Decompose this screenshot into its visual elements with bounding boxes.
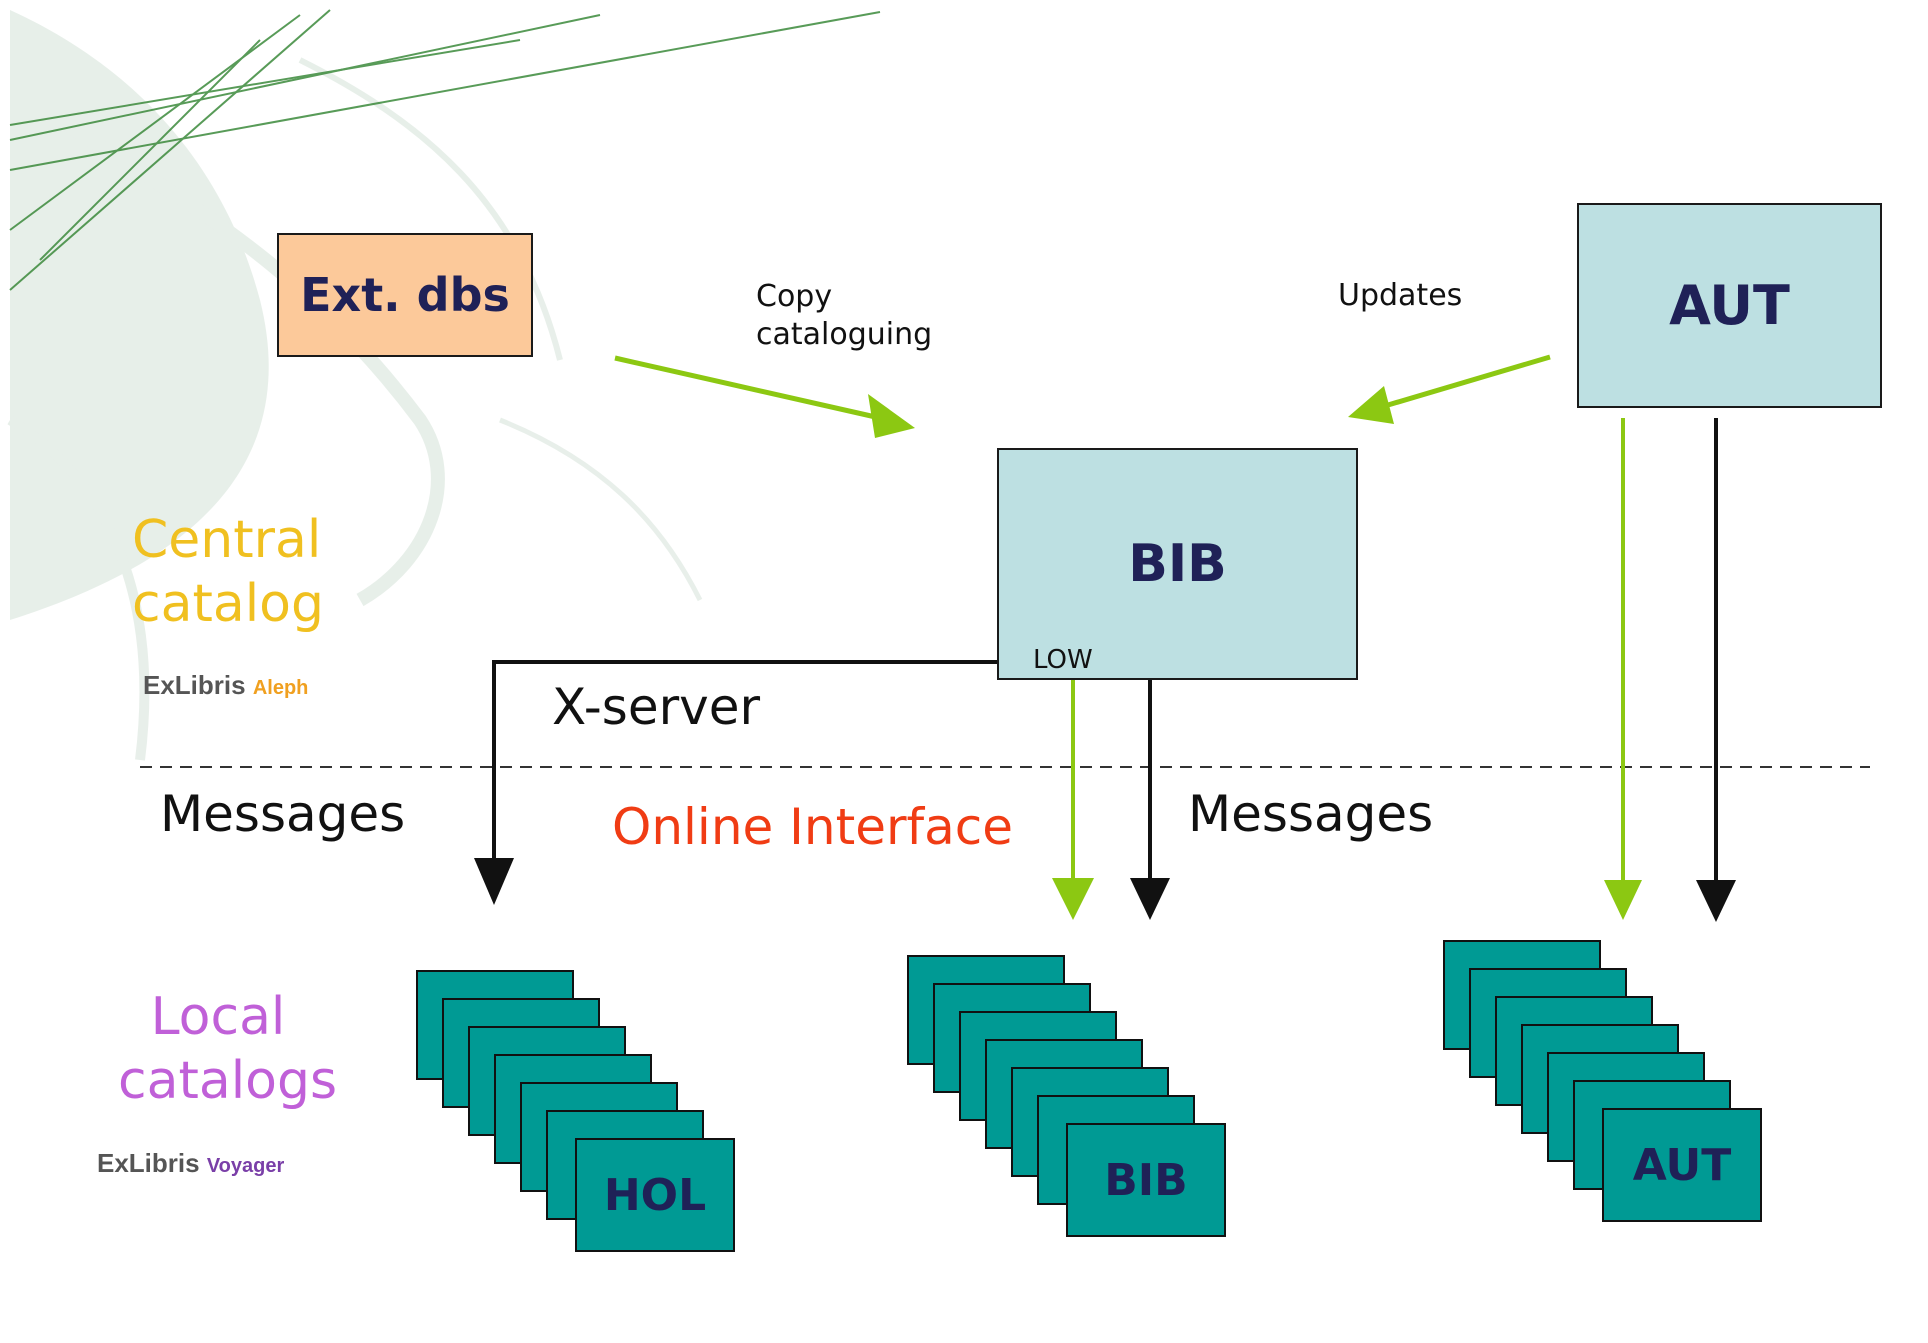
x-server-label: X-server	[552, 678, 761, 736]
copy-cataloguing-label: Copy cataloguing	[756, 278, 932, 354]
low-label: LOW	[1033, 645, 1093, 675]
central-catalog-line1: Central	[132, 510, 322, 570]
local-catalogs-line2: catalogs	[118, 1051, 338, 1111]
decorative-green-lines	[9, 9, 881, 291]
hol-stack-front: HOL	[575, 1138, 735, 1252]
bib-central-label: BIB	[1128, 534, 1227, 594]
bib-stack-front: BIB	[1066, 1123, 1226, 1237]
messages-left-label: Messages	[160, 785, 406, 843]
copy-cataloguing-line2: cataloguing	[756, 317, 933, 352]
aleph-brand: ExLibris	[143, 670, 246, 700]
hol-label: HOL	[603, 1169, 707, 1221]
central-catalog-label: Central catalog	[132, 508, 324, 636]
copy-cataloguing-line1: Copy	[756, 279, 833, 314]
aut-green-arrow	[1604, 418, 1642, 920]
bib-local-label: BIB	[1104, 1154, 1188, 1206]
aut-central-box: AUT	[1577, 203, 1882, 408]
bib-green-arrow	[1052, 680, 1094, 920]
bib-black-arrow	[1130, 680, 1170, 920]
aut-central-label: AUT	[1669, 274, 1790, 337]
online-interface-label: Online Interface	[612, 798, 1014, 856]
exlibris-aleph-logo: ExLibris Aleph	[143, 670, 308, 701]
ext-dbs-box: Ext. dbs	[277, 233, 533, 357]
local-catalogs-line1: Local	[150, 987, 286, 1047]
bib-central-box: BIB	[997, 448, 1358, 680]
voyager-product: Voyager	[206, 1155, 285, 1177]
updates-label: Updates	[1338, 278, 1463, 313]
voyager-brand: ExLibris	[97, 1148, 200, 1178]
x-server-connector	[474, 660, 1030, 905]
messages-right-label: Messages	[1188, 785, 1434, 843]
updates-arrow	[1348, 354, 1551, 424]
local-catalogs-label: Local catalogs	[118, 985, 338, 1113]
aut-local-label: AUT	[1632, 1139, 1732, 1191]
aleph-product: Aleph	[252, 677, 309, 699]
aut-black-arrow	[1696, 418, 1736, 922]
copy-cataloguing-arrow	[614, 355, 915, 438]
ext-dbs-label: Ext. dbs	[300, 268, 510, 322]
aut-stack-front: AUT	[1602, 1108, 1762, 1222]
decorative-leaf-background	[7, 10, 703, 761]
exlibris-voyager-logo: ExLibris Voyager	[97, 1148, 284, 1179]
central-catalog-line2: catalog	[132, 574, 324, 634]
